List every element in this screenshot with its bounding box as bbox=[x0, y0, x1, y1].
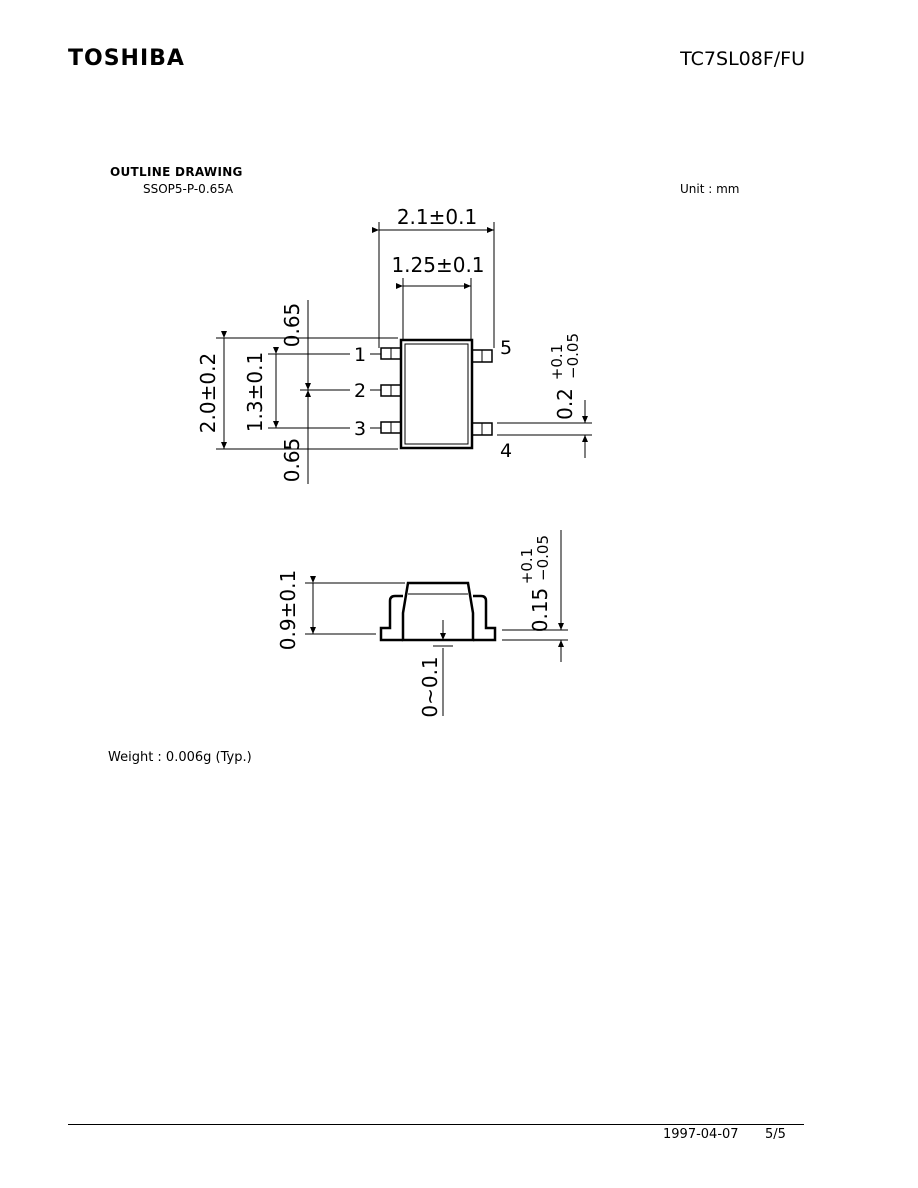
package-code: SSOP5-P-0.65A bbox=[143, 182, 234, 196]
unit-label: Unit : mm bbox=[680, 182, 740, 196]
dim-thick-tol-plus: +0.1 bbox=[518, 548, 536, 584]
lead-1 bbox=[380, 347, 402, 360]
section-title: OUTLINE DRAWING bbox=[110, 165, 243, 179]
pin-4-label: 4 bbox=[500, 440, 512, 462]
dim-body-width: 1.25±0.1 bbox=[391, 253, 484, 277]
side-lead-left bbox=[379, 594, 403, 642]
pin-3-label: 3 bbox=[354, 418, 366, 440]
lead-5 bbox=[471, 349, 493, 363]
dim-lead-thickness: 0.15 bbox=[528, 588, 552, 633]
pin-1-label: 1 bbox=[354, 344, 366, 366]
package-body bbox=[399, 338, 474, 450]
dim-total-height: 2.0±0.2 bbox=[196, 353, 220, 433]
top-view bbox=[216, 222, 592, 484]
weight-note: Weight : 0.006g (Typ.) bbox=[108, 750, 252, 765]
pin-5-label: 5 bbox=[500, 337, 512, 359]
side-body bbox=[401, 581, 475, 642]
dim-standoff: 0~0.1 bbox=[418, 656, 442, 717]
pin-2-label: 2 bbox=[354, 380, 366, 402]
dim-lead-tol-plus: +0.1 bbox=[548, 344, 566, 380]
toshiba-logo: TOSHIBA bbox=[68, 46, 185, 71]
dim-bottom-pitch: 0.65 bbox=[280, 438, 304, 483]
dim-lead-tol-minus: −0.05 bbox=[564, 333, 582, 379]
dim-lead-width: 0.2 bbox=[553, 388, 577, 420]
dim-side-height: 0.9±0.1 bbox=[276, 570, 300, 650]
lead-3 bbox=[380, 421, 402, 434]
footer-rule bbox=[68, 1124, 804, 1125]
dim-overall-width: 2.1±0.1 bbox=[397, 205, 477, 229]
dim-thick-tol-minus: −0.05 bbox=[534, 535, 552, 581]
lead-4 bbox=[471, 422, 493, 436]
dim-top-pitch: 0.65 bbox=[280, 303, 304, 348]
part-number: TC7SL08F/FU bbox=[680, 48, 805, 70]
footer-page: 5/5 bbox=[765, 1127, 786, 1142]
footer-date: 1997-04-07 bbox=[663, 1127, 739, 1142]
dim-row-span: 1.3±0.1 bbox=[243, 352, 267, 432]
side-lead-right bbox=[473, 594, 497, 642]
lead-2 bbox=[380, 384, 402, 397]
side-view bbox=[305, 530, 568, 716]
